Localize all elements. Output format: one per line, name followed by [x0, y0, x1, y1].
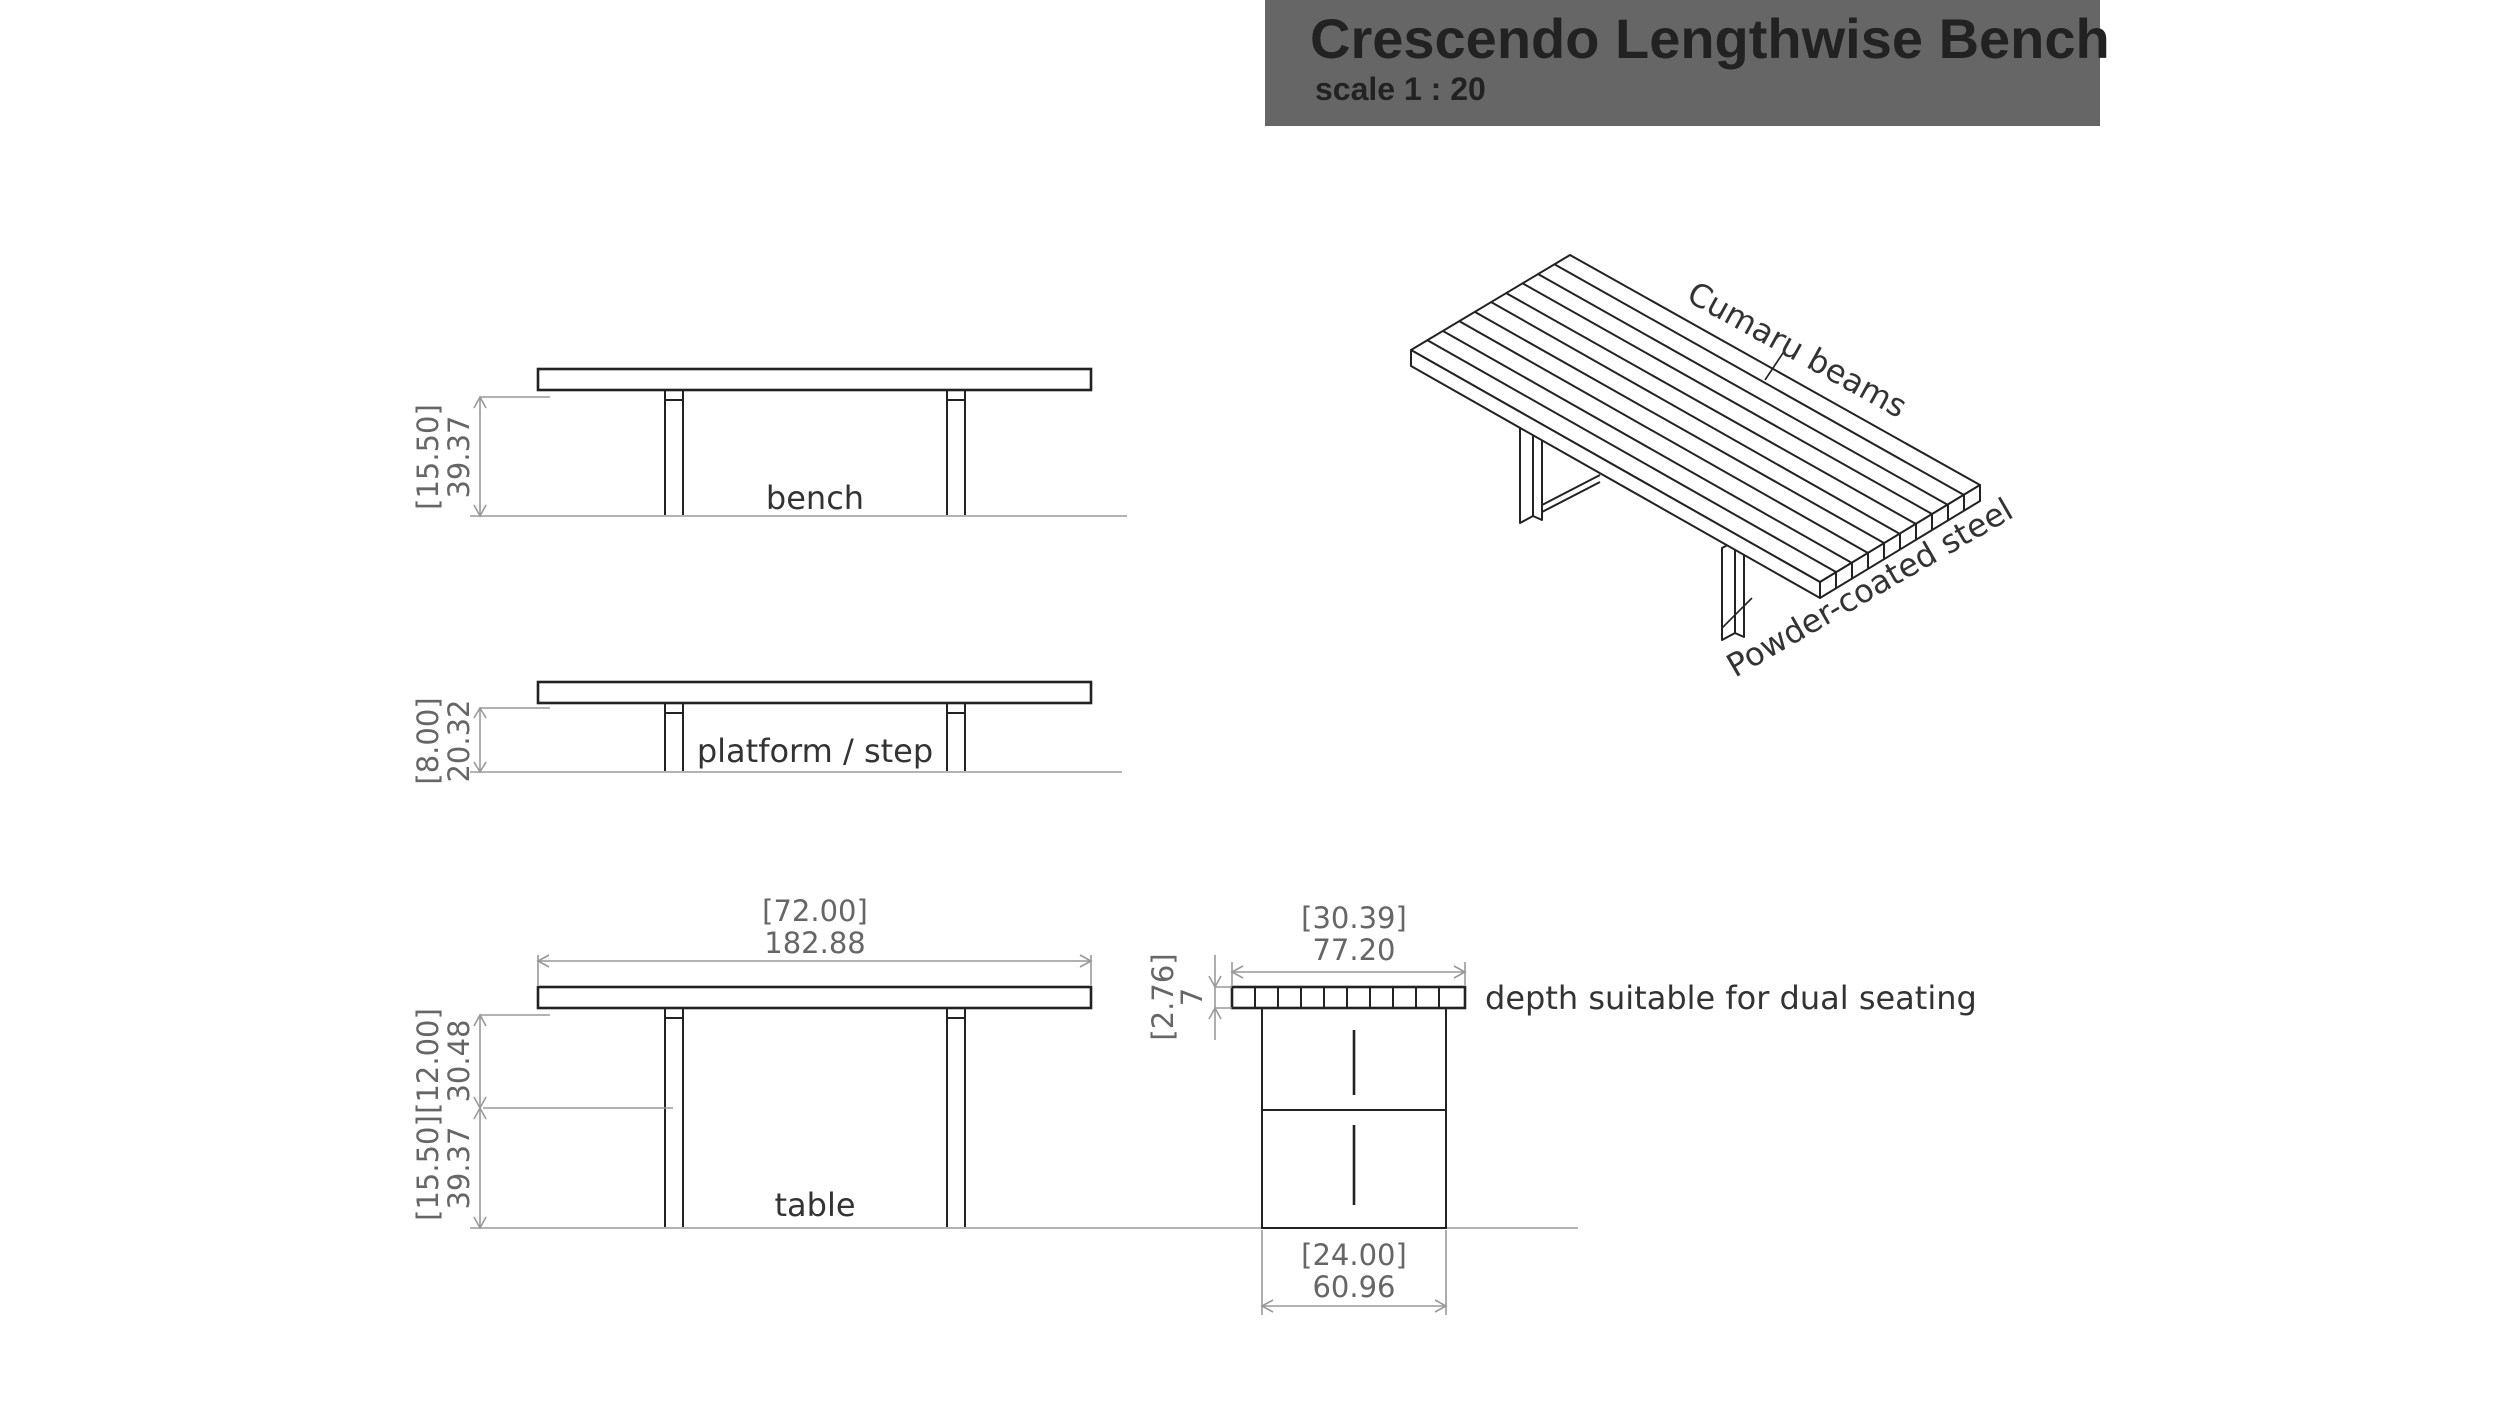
bench-height-cm: 39.37 — [442, 415, 476, 498]
beams-leader-line — [1764, 349, 1786, 381]
section-width-in: [30.39] — [1301, 901, 1407, 935]
iso-cumaru-beams — [1410, 254, 1981, 599]
table-length-cm: 182.88 — [764, 926, 865, 960]
section-width-cm: 77.20 — [1312, 933, 1395, 967]
steel-leader-line — [1721, 597, 1753, 629]
platform-height-cm: 20.32 — [442, 699, 476, 782]
title-block: Crescendo Lengthwise Bench scale 1 : 20 — [1265, 0, 2110, 126]
section-thickness-in: [2.76] — [1146, 953, 1180, 1040]
table-label: table — [774, 1186, 855, 1224]
bench-top — [536, 367, 1093, 392]
table-lower-in: [15.50] — [411, 1115, 445, 1221]
iso-steel-leg-back — [1519, 417, 1601, 524]
section-thickness-cm: 7 — [1175, 988, 1209, 1006]
bench-label: bench — [766, 479, 864, 517]
section-base-cm: 60.96 — [1312, 1270, 1395, 1304]
table-leg-left — [664, 1007, 684, 1229]
bench-leg-left — [664, 389, 684, 517]
section-frame — [1261, 1007, 1447, 1229]
platform-elevation: platform / step [8.00] 20.32 — [411, 680, 1122, 785]
table-length-in: [72.00] — [762, 894, 868, 928]
title-background — [1265, 0, 2100, 126]
table-top — [536, 985, 1093, 1010]
bench-leg-right — [946, 389, 966, 517]
table-lower-cm: 39.37 — [442, 1126, 476, 1209]
section-top — [1230, 985, 1467, 1010]
platform-top — [536, 680, 1093, 705]
table-upper-in: [12.00] — [411, 1008, 445, 1114]
section-beam-dividers — [1254, 987, 1440, 1008]
drawing-title: Crescendo Lengthwise Bench — [1310, 7, 2110, 70]
isometric-view — [1410, 254, 1981, 641]
drawing-scale: scale 1 : 20 — [1315, 71, 1486, 107]
table-elevation: table [72.00] 182.88 [12.00] 30.48 [15.5… — [411, 894, 1578, 1230]
bench-height-in: [15.50] — [411, 404, 445, 510]
platform-label: platform / step — [697, 732, 933, 770]
table-leg-right — [946, 1007, 966, 1229]
bench-elevation: bench [15.50] 39.37 — [411, 367, 1127, 518]
end-section-view: [30.39] 77.20 [2.76] 7 [24.00] 60.96 dep… — [1146, 901, 1977, 1315]
platform-height-in: [8.00] — [411, 697, 445, 784]
dual-seating-note: depth suitable for dual seating — [1485, 979, 1977, 1017]
section-base-in: [24.00] — [1301, 1238, 1407, 1272]
table-upper-cm: 30.48 — [442, 1019, 476, 1102]
